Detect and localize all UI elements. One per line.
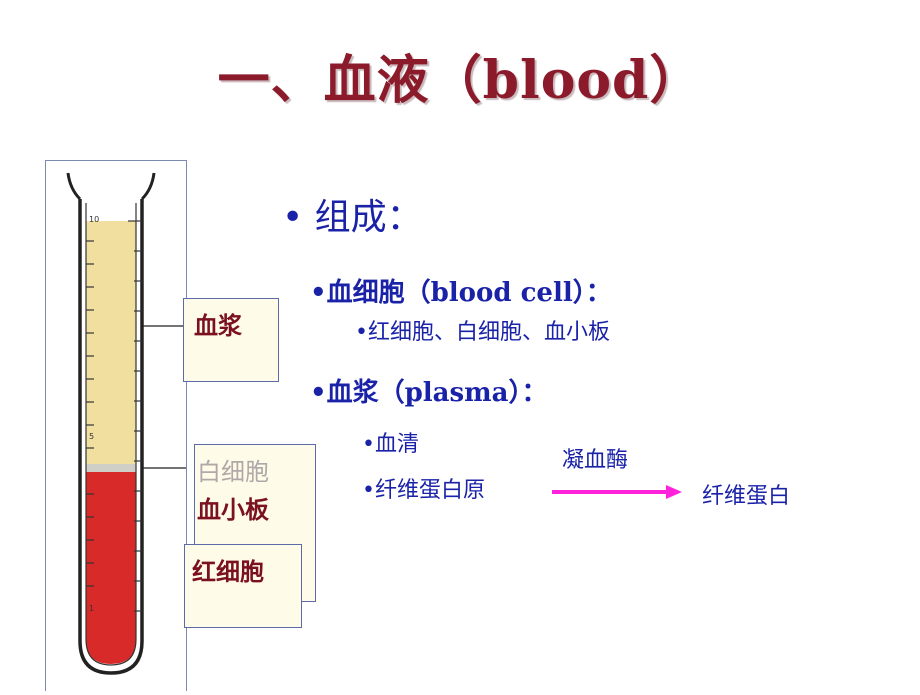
rbc-label-box — [184, 544, 302, 628]
plasma-label-box — [183, 298, 279, 382]
page-title: 一、血液（blood） — [217, 50, 703, 111]
blood-cell-heading: •血细胞（blood cell）： — [310, 278, 612, 308]
test-tube-figure: 10 5 1 — [45, 160, 187, 691]
wbc-label: 白细胞 — [197, 458, 269, 486]
composition-heading: • 组成： — [282, 197, 423, 238]
fibrin-product: 纤维蛋白 — [702, 484, 791, 509]
plasma-heading: •血浆（plasma）： — [310, 378, 548, 408]
conversion-arrow — [552, 485, 682, 499]
serum-item: •血清 — [362, 432, 419, 457]
enzyme-label: 凝血酶 — [562, 448, 629, 473]
rbc-label: 红细胞 — [192, 558, 264, 586]
red-cell-layer — [86, 472, 136, 664]
scale-label-5: 5 — [89, 432, 94, 441]
plasma-layer — [86, 221, 136, 466]
plasma-label: 血浆 — [194, 312, 242, 340]
test-tube-illustration: 10 5 1 — [66, 172, 186, 675]
platelet-label: 血小板 — [197, 496, 269, 524]
scale-label-10: 10 — [89, 215, 99, 224]
scale-label-1: 1 — [89, 604, 94, 613]
blood-cell-types: •红细胞、白细胞、血小板 — [355, 320, 610, 345]
fibrinogen-item: •纤维蛋白原 — [362, 478, 485, 503]
buffy-coat-layer — [86, 464, 136, 472]
